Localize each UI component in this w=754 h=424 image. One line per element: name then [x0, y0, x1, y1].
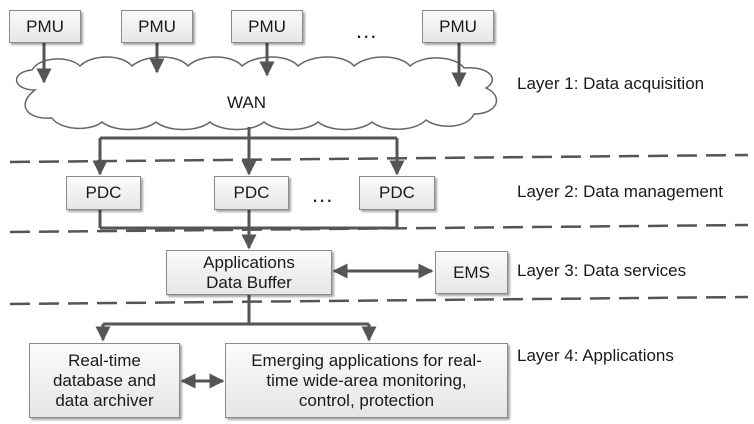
pmu-box-4: PMU	[422, 10, 494, 43]
pmu-label: PMU	[138, 16, 176, 36]
layer-1-label: Layer 1: Data acquisition	[517, 74, 705, 93]
pdc-box-1: PDC	[66, 176, 141, 210]
wan-label: WAN	[227, 93, 267, 112]
pmu-ellipsis: ...	[356, 18, 378, 43]
emerging-label: Emerging applications for real- time wid…	[251, 350, 482, 410]
layer-3-label: Layer 3: Data services	[517, 261, 687, 280]
pmu-box-1: PMU	[9, 10, 81, 43]
ems-label: EMS	[453, 262, 490, 282]
pmu-label: PMU	[248, 16, 286, 36]
emerging-applications-box: Emerging applications for real- time wid…	[225, 343, 508, 418]
applications-data-buffer-box: Applications Data Buffer	[166, 250, 332, 295]
layer-separator-1	[9, 153, 749, 164]
realtime-database-box: Real-time database and data archiver	[29, 343, 180, 418]
pdc-label: PDC	[233, 183, 270, 202]
pdc-ellipsis: ...	[312, 182, 334, 207]
pdc-box-2: PDC	[214, 176, 289, 210]
layer-separator-2	[9, 223, 749, 234]
pdc-box-3: PDC	[359, 176, 435, 210]
database-label: Real-time database and data archiver	[52, 350, 157, 410]
buffer-label: Applications Data Buffer	[203, 252, 295, 292]
pmu-label: PMU	[439, 16, 477, 36]
pmu-label: PMU	[26, 16, 64, 36]
layer-4-label: Layer 4: Applications	[517, 346, 674, 365]
pdc-label: PDC	[85, 183, 122, 202]
pmu-box-3: PMU	[231, 10, 303, 43]
pmu-box-2: PMU	[121, 10, 193, 43]
pdc-label: PDC	[379, 183, 415, 202]
layer-separator-3	[9, 295, 749, 306]
ems-box: EMS	[435, 251, 508, 294]
wan-cloud	[15, 56, 498, 131]
layer-2-label: Layer 2: Data management	[517, 182, 724, 201]
